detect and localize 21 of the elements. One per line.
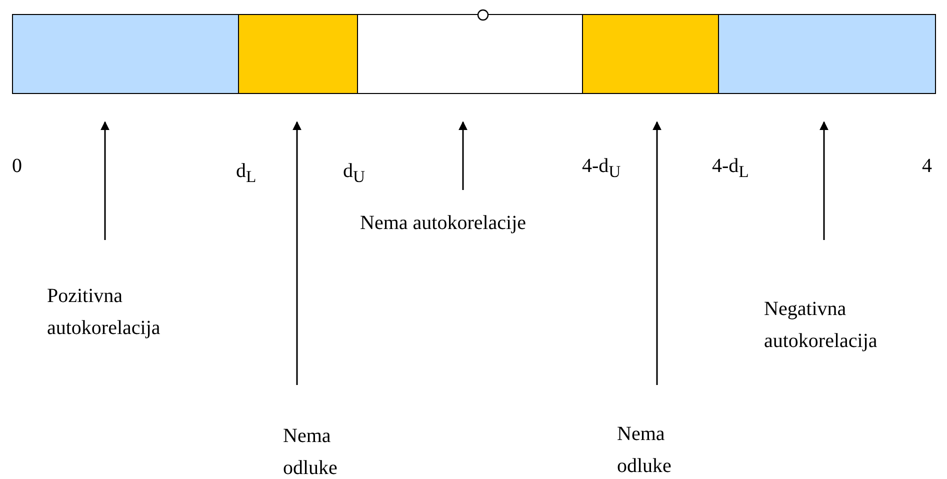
scale-segment	[718, 14, 936, 94]
scale-value: 4	[922, 155, 932, 178]
scale-segment	[357, 14, 583, 94]
scale-value: 4-d$_{U}$	[582, 155, 621, 182]
scale-value: 0	[12, 155, 22, 178]
scale-segment	[582, 14, 719, 94]
scale-segment	[12, 14, 239, 94]
region-label: Nema odluke	[283, 420, 373, 479]
scale-value: d$_{U}$	[343, 160, 366, 187]
arrow	[652, 121, 662, 385]
scale-value: 4-d$_{L}$	[712, 155, 749, 182]
region-label: Nema autokorelacije	[360, 207, 600, 239]
arrow	[820, 121, 828, 240]
scale-segment	[238, 14, 358, 94]
region-label: Pozitivna autokorelacija	[47, 280, 217, 344]
region-label: Nema odluke	[617, 418, 707, 479]
arrow	[100, 121, 110, 240]
arrow	[292, 121, 302, 385]
scale-value: d$_{L}$	[236, 160, 256, 187]
region-label: Negativna autokorelacija	[764, 293, 934, 357]
arrow	[458, 121, 468, 190]
